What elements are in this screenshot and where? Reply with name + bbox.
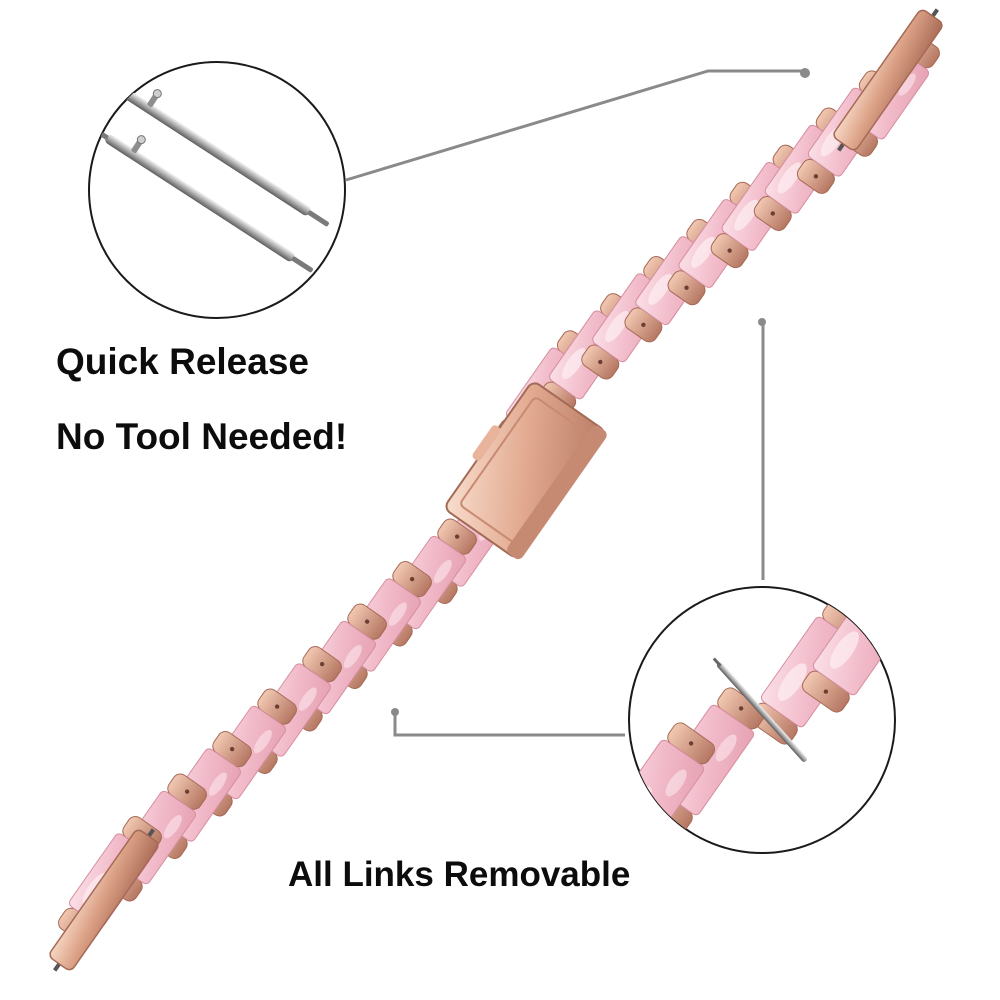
no-tool-needed-caption: No Tool Needed!	[56, 416, 348, 457]
callout-dot-links-top	[758, 318, 766, 326]
callout-dot-quick-release	[800, 68, 810, 78]
callout-lines	[345, 68, 810, 737]
butterfly-clasp	[445, 382, 607, 560]
detail-pin	[712, 657, 808, 762]
quick-release-detail	[88, 61, 346, 319]
band-end-bottom	[49, 828, 159, 972]
callout-line-links-bottom	[393, 712, 625, 737]
band-end-top	[833, 8, 943, 152]
all-links-removable-caption: All Links Removable	[288, 855, 631, 894]
callout-dot-links-bottom	[391, 708, 399, 716]
callout-line-quick-release	[345, 69, 805, 182]
quick-release-caption: Quick Release	[56, 341, 309, 382]
links-detail	[628, 586, 896, 854]
watch-band	[49, 8, 943, 972]
